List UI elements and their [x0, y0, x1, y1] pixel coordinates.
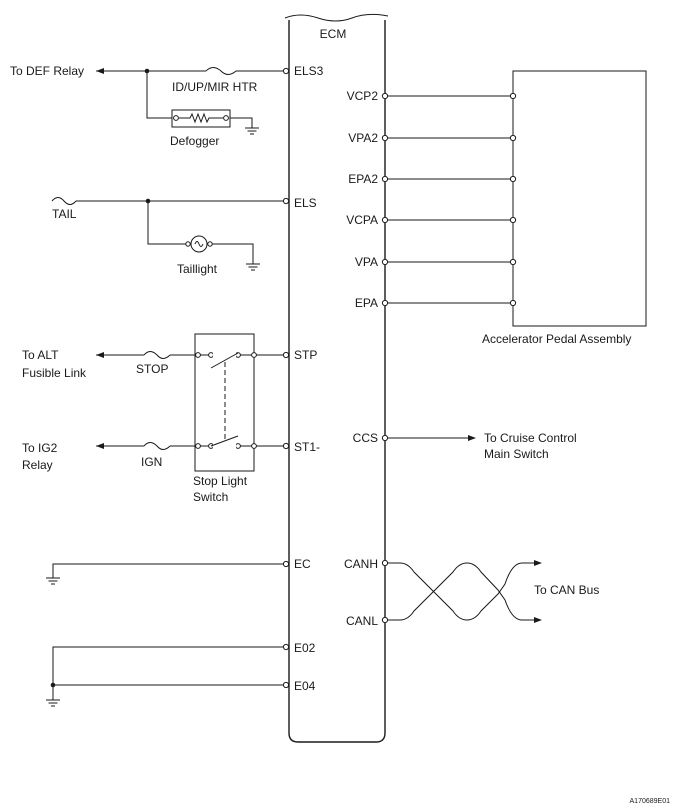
pin-canh: CANH: [344, 557, 378, 571]
label-cruise-line1: To Cruise Control: [484, 431, 577, 445]
label-ig2-line2: Relay: [22, 458, 53, 472]
resistor-icon: [179, 112, 223, 124]
stop-light-switch: [96, 333, 290, 472]
pin-ec: EC: [294, 557, 311, 571]
label-defogger: Defogger: [170, 134, 219, 148]
pin-epa2: EPA2: [348, 172, 378, 186]
label-taillight: Taillight: [177, 262, 218, 276]
pin-e04: E04: [294, 679, 316, 693]
accelerator-pedal-assembly: [381, 70, 647, 327]
arrow-canl: [534, 617, 542, 623]
pin-e02: E02: [294, 641, 316, 655]
ecm-title: ECM: [320, 27, 347, 41]
label-stop-switch-line1: Stop Light: [193, 474, 248, 488]
cruise-control-circuit: [381, 434, 476, 442]
accel-assembly-box: [512, 70, 647, 327]
arrow-to-ig2: [96, 443, 104, 449]
ign-fuse-icon: [143, 442, 171, 450]
label-def-relay: To DEF Relay: [10, 64, 84, 78]
label-ig2-line1: To IG2: [22, 441, 58, 455]
arrow-to-alt: [96, 352, 104, 358]
can-bus-circuit: [381, 559, 542, 624]
pin-els3: ELS3: [294, 64, 324, 78]
arrow-to-cruise: [468, 435, 476, 441]
label-stop-switch-line2: Switch: [193, 490, 228, 504]
label-alt-line2: Fusible Link: [22, 366, 87, 380]
defogger-circuit: [96, 66, 290, 135]
st1-switch-contact: [210, 435, 239, 447]
label-can-bus: To CAN Bus: [534, 583, 599, 597]
pin-vpa: VPA: [355, 255, 378, 269]
label-cruise-line2: Main Switch: [484, 447, 549, 461]
stop-fuse-icon: [143, 351, 171, 359]
e02-e04-ground: [46, 643, 290, 707]
tail-fuse-icon: [51, 197, 77, 205]
label-ign: IGN: [141, 455, 162, 469]
taillight-bulb-icon: [190, 235, 208, 253]
pin-vpa2: VPA2: [348, 131, 378, 145]
taillight-circuit: [51, 197, 290, 271]
pin-stp: STP: [294, 348, 317, 362]
pin-ccs: CCS: [353, 431, 378, 445]
pin-vcp2: VCP2: [347, 89, 379, 103]
arrow-to-def-relay: [96, 68, 104, 74]
label-stop: STOP: [136, 362, 168, 376]
label-tail: TAIL: [52, 207, 77, 221]
pin-st1: ST1-: [294, 440, 320, 454]
pin-els: ELS: [294, 196, 317, 210]
figure-id: A170689E01: [630, 798, 671, 805]
pin-vcpa: VCPA: [346, 213, 378, 227]
pin-epa: EPA: [355, 296, 378, 310]
stp-switch-contact: [210, 352, 239, 369]
pin-canl: CANL: [346, 614, 378, 628]
ec-ground: [46, 560, 290, 585]
label-accel-assembly: Accelerator Pedal Assembly: [482, 332, 631, 346]
arrow-canh: [534, 560, 542, 566]
label-fuse-htr: ID/UP/MIR HTR: [172, 80, 258, 94]
label-alt-line1: To ALT: [22, 348, 59, 362]
fuse-icon: [205, 67, 237, 75]
stop-light-switch-box: [194, 333, 255, 472]
ecm-box: ECM: [284, 13, 389, 743]
